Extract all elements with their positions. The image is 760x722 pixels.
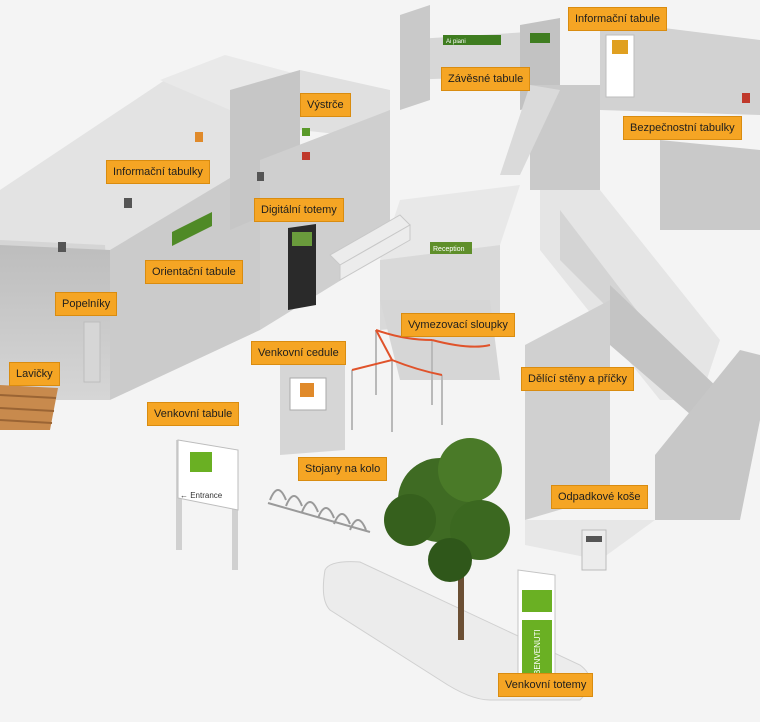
- entrance-sign-text: ← Entrance: [180, 491, 223, 500]
- outdoor-board-wall: [280, 360, 345, 455]
- label-venkovni-totemy[interactable]: Venkovní totemy: [498, 673, 594, 697]
- label-bezpecnostni-tabulky[interactable]: Bezpečnostní tabulky: [623, 116, 742, 140]
- waiting-seats: [329, 214, 411, 281]
- digital-totem: [288, 224, 316, 310]
- ashtray: [83, 321, 101, 383]
- outdoor-totem: BENVENUTI: [517, 569, 556, 691]
- hanging-sign-text: Ai piani: [446, 39, 466, 45]
- label-popelniky[interactable]: Popelníky: [55, 292, 118, 316]
- staircase: [540, 190, 720, 440]
- label-lavicky[interactable]: Lavičky: [9, 362, 60, 386]
- reception-sign-text: Reception: [433, 246, 465, 253]
- waste-bin: [581, 529, 607, 571]
- label-informacni-tabulky[interactable]: Informační tabulky: [106, 160, 210, 184]
- label-digitalni-totemy[interactable]: Digitální totemy: [254, 198, 344, 222]
- hanging-sign: Ai piani: [443, 33, 550, 45]
- label-zavesne-tabule[interactable]: Závěsné tabule: [441, 67, 531, 91]
- label-venkovni-tabule[interactable]: Venkovní tabule: [147, 402, 240, 426]
- stanchion-ropes: [351, 329, 491, 376]
- outdoor-signboard-logo-icon: [190, 452, 212, 472]
- digital-totem-screen: [292, 232, 312, 246]
- outdoor-signboard: ← Entrance: [176, 439, 239, 570]
- label-vymezovaci-sloupky[interactable]: Vymezovací sloupky: [401, 313, 515, 337]
- label-odpadkove-kose[interactable]: Odpadkové koše: [551, 485, 648, 509]
- brand-logo-icon: [300, 383, 314, 397]
- small-wall-signs: [58, 93, 750, 252]
- label-vystrce[interactable]: Výstrče: [300, 93, 351, 117]
- reception-sign: [430, 242, 472, 254]
- info-board: [605, 34, 635, 98]
- label-delici-steny[interactable]: Dělící stěny a příčky: [521, 367, 635, 391]
- label-stojany-na-kolo[interactable]: Stojany na kolo: [298, 457, 388, 481]
- tree: [384, 438, 510, 640]
- label-orientacni-tabule[interactable]: Orientační tabule: [145, 260, 243, 284]
- bike-rack: [267, 489, 371, 533]
- outdoor-totem-text: BENVENUTI: [533, 629, 542, 675]
- bench: [0, 385, 58, 430]
- label-venkovni-cedule[interactable]: Venkovní cedule: [251, 341, 346, 365]
- label-informacni-tabule[interactable]: Informační tabule: [568, 7, 667, 31]
